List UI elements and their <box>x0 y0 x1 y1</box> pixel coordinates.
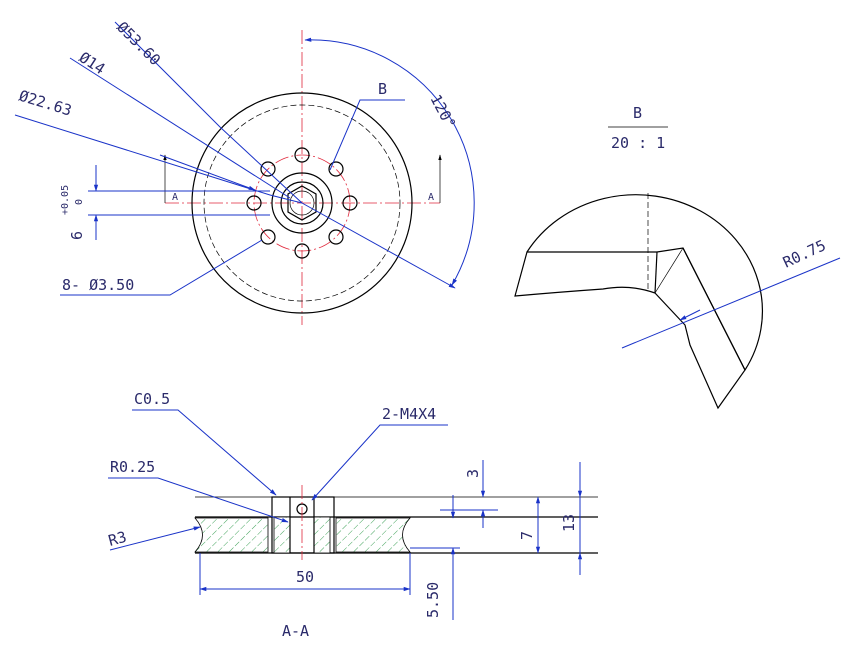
detail-outline <box>514 247 746 410</box>
section-mark-left: A <box>172 192 178 203</box>
dim-angle: 120° <box>304 37 475 286</box>
detail-inner-line <box>654 251 658 294</box>
section-view: 50 5.50 3 7 13 <box>106 390 598 640</box>
radius-large-leader: R3 <box>106 526 201 551</box>
chamfer-label: C0.5 <box>134 390 170 408</box>
radius-small-leader: R0.25 <box>108 458 289 523</box>
dim-holes-leader: 8- Ø3.50 <box>60 239 263 296</box>
dim-mid-label: Ø14 <box>76 48 109 78</box>
dim-13-label: 13 <box>560 514 578 532</box>
section-mark-right: A <box>428 192 434 203</box>
dim-3-label: 3 <box>464 469 482 478</box>
detail-chamfer-line <box>682 247 746 371</box>
dim-3: 3 <box>440 460 498 528</box>
bolt-hole <box>246 195 262 211</box>
hub-bore-right <box>313 516 331 554</box>
detail-scale: 20 : 1 <box>611 134 665 152</box>
radius-large-label: R3 <box>106 528 128 550</box>
detail-view: B 20 : 1 R0.75 <box>514 104 841 410</box>
section-arrow-right: A <box>428 154 442 203</box>
bolt-hole <box>328 161 344 177</box>
section-body-right <box>335 517 411 553</box>
dim-angle-label: 120° <box>426 91 459 131</box>
dim-outer-label: Ø53.60 <box>113 18 164 69</box>
front-view: A A Ø53.60 Ø14 Ø22.63 B 8- Ø3.50 <box>14 18 475 325</box>
thread-label: 2-M4X4 <box>382 405 436 423</box>
dim-offset: 5.50 <box>410 495 460 620</box>
hub-section <box>271 496 335 554</box>
dim-7: 7 <box>518 496 541 554</box>
section-body-left <box>194 517 269 553</box>
chamfer-leader: C0.5 <box>132 390 277 496</box>
radius-small-label: R0.25 <box>110 458 155 476</box>
section-arrow-left: A <box>163 154 178 203</box>
section-title: A-A <box>282 622 309 640</box>
dim-bore: 6 +0.05 0 <box>60 165 270 240</box>
detail-radius-label: R0.75 <box>780 236 829 271</box>
dim-pitch-leader: Ø22.63 <box>14 87 303 204</box>
detail-callout: B <box>329 80 405 171</box>
dim-bore-label: 6 <box>68 231 86 240</box>
dim-13: 13 <box>560 462 583 575</box>
bolt-hole <box>260 229 276 245</box>
bolt-hole <box>260 161 276 177</box>
dim-7-label: 7 <box>518 531 536 540</box>
detail-edge <box>654 247 684 294</box>
bolt-hole <box>328 229 344 245</box>
pitch-arrow <box>159 154 256 191</box>
dim-mid-leader: Ø14 <box>69 48 291 199</box>
dim-width: 50 <box>199 553 411 595</box>
dim-holes-label: 8- Ø3.50 <box>62 276 134 294</box>
hub-bore-left <box>273 516 291 554</box>
thread-leader: 2-M4X4 <box>311 405 448 501</box>
detail-callout-label: B <box>378 80 387 98</box>
dim-pitch-label: Ø22.63 <box>17 87 74 120</box>
dim-tol-lower: 0 <box>74 199 85 205</box>
detail-label: B <box>633 104 642 122</box>
detail-arc <box>526 194 764 371</box>
dim-offset-label: 5.50 <box>424 582 442 618</box>
dim-width-label: 50 <box>296 568 314 586</box>
dim-tol-upper: +0.05 <box>60 185 71 215</box>
